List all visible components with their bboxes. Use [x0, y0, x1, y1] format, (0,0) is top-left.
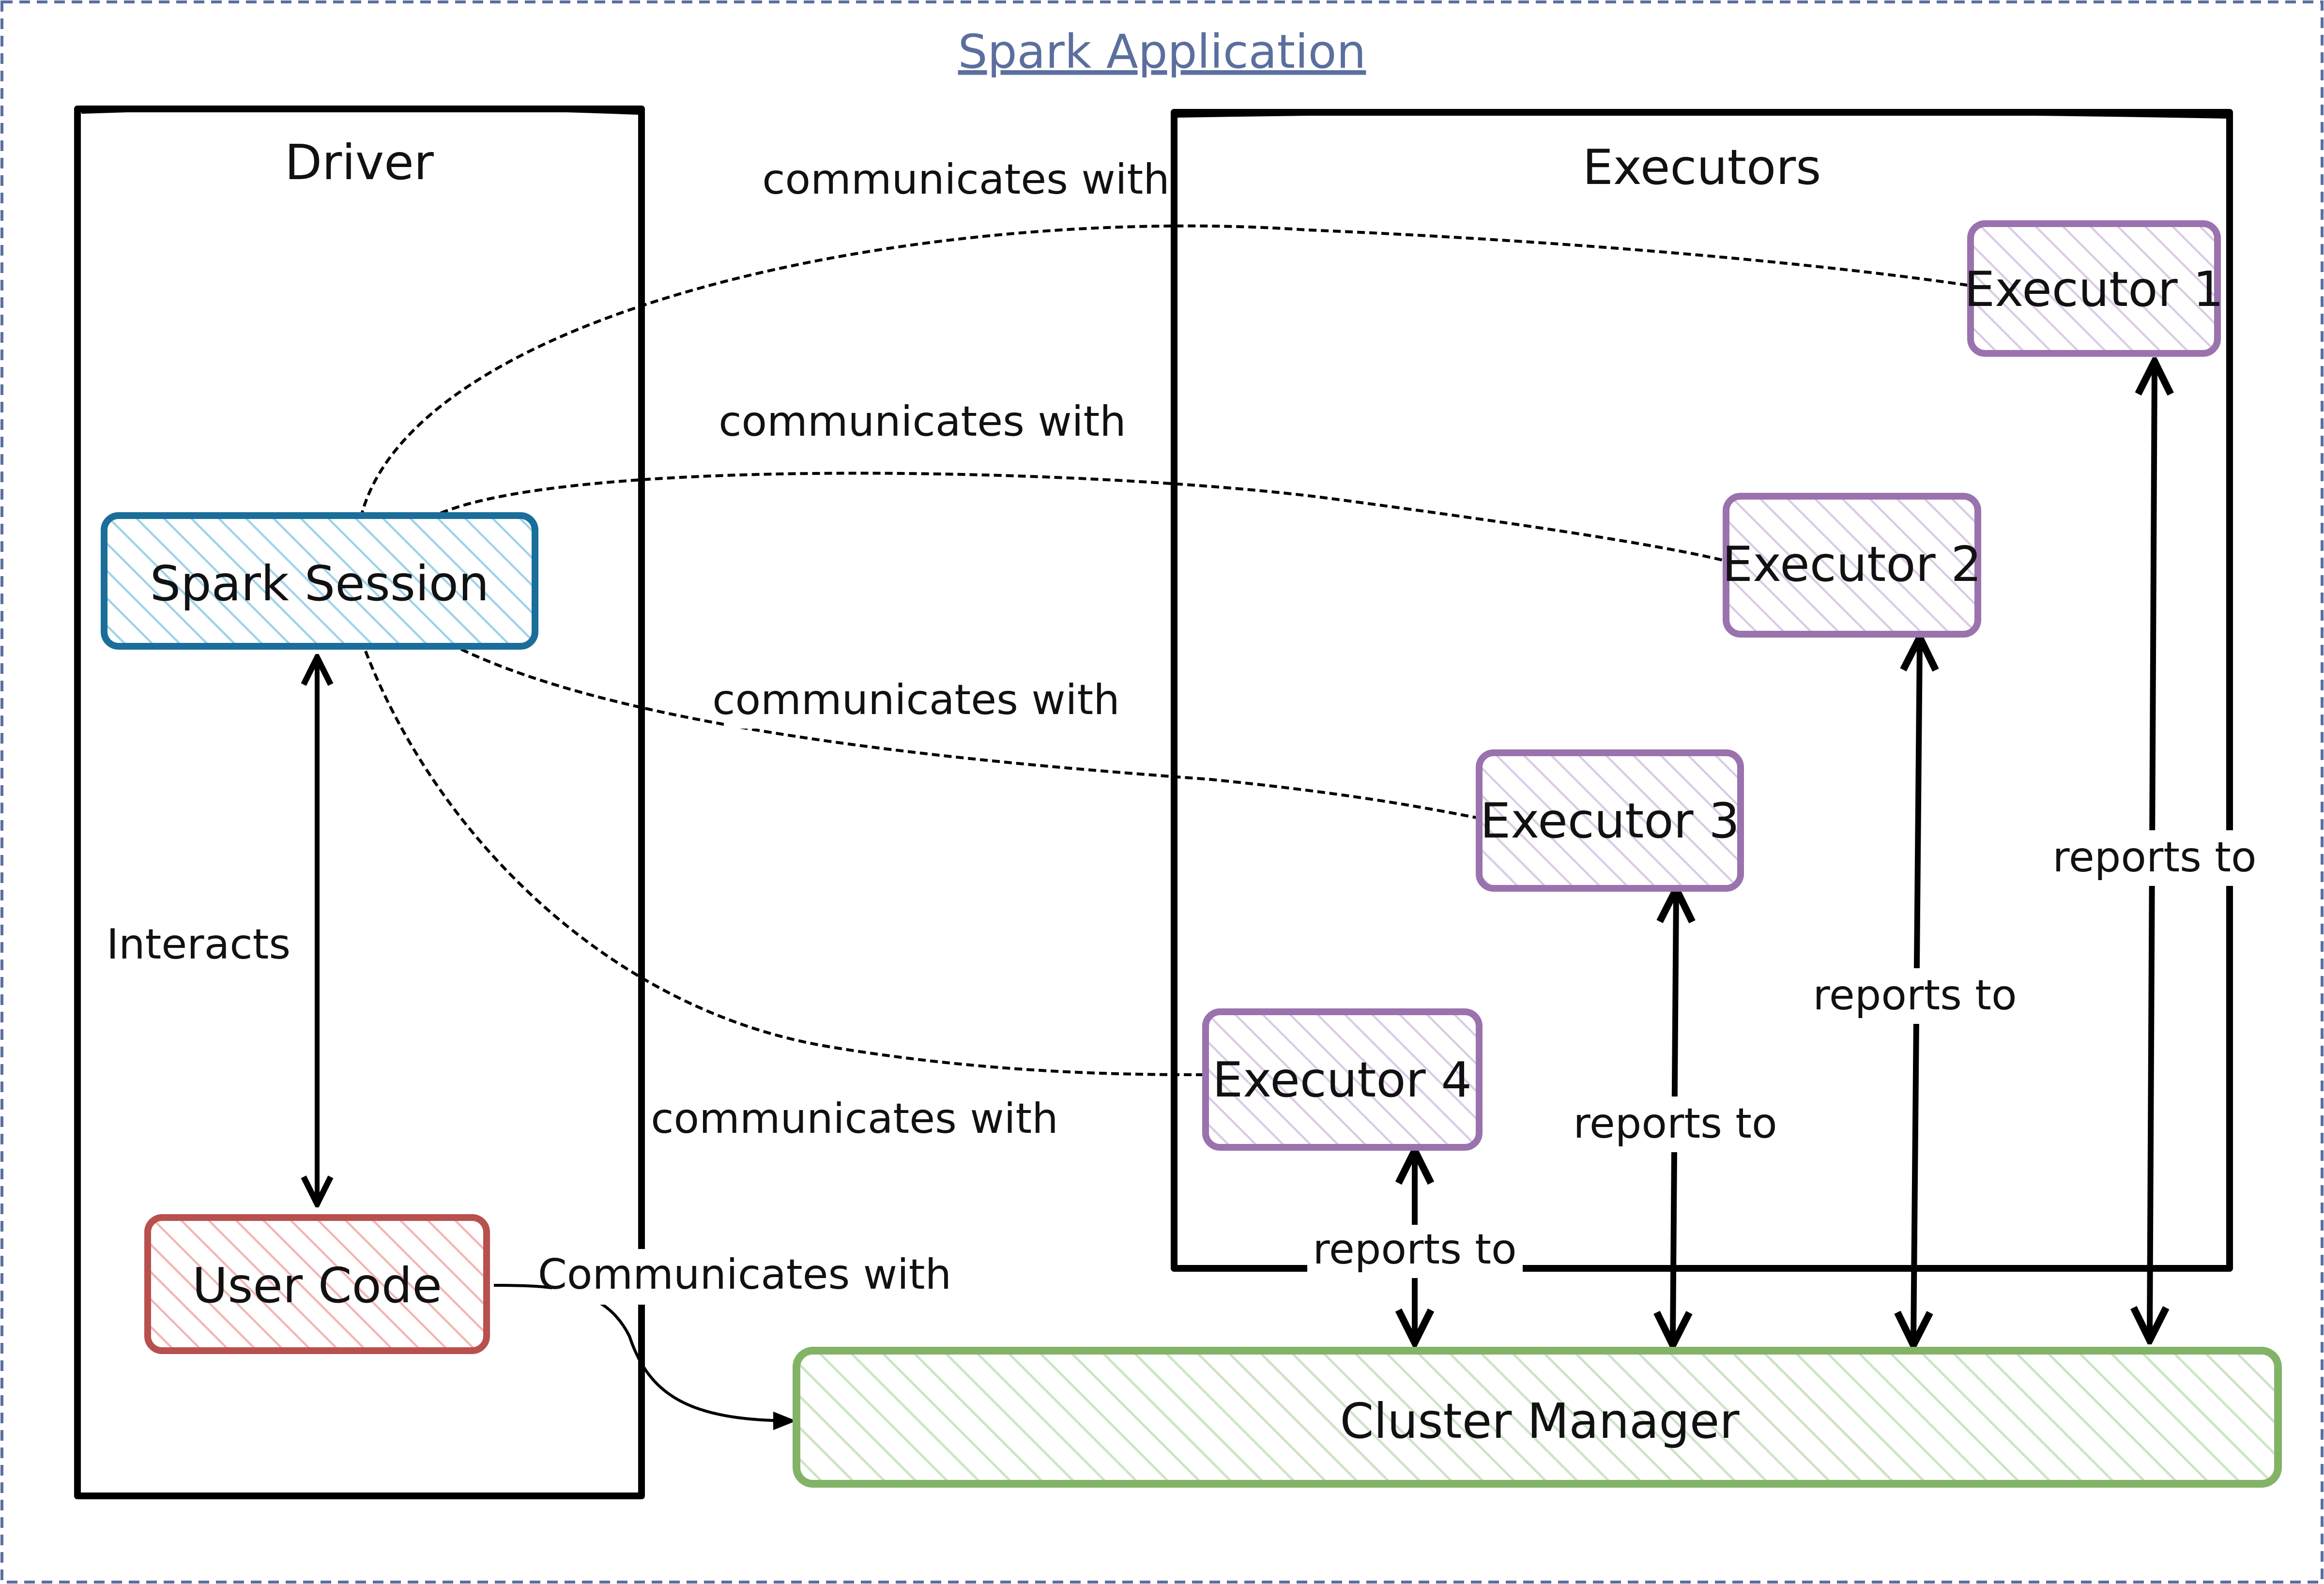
- label-session-executor-2: communicates with: [719, 397, 1126, 446]
- executors-label: Executors: [1583, 139, 1821, 196]
- executor-3-node[interactable]: Executor 3: [1476, 749, 1744, 892]
- executor-1-node[interactable]: Executor 1: [1964, 220, 2224, 357]
- user-code-node[interactable]: User Code: [144, 1214, 490, 1354]
- edge-labels: communicates with communicates with comm…: [97, 155, 2259, 1305]
- spark-session-node[interactable]: Spark Session: [101, 512, 538, 650]
- executor-2-label: Executor 2: [1722, 536, 1982, 593]
- label-executor-1-reports: reports to: [2052, 833, 2256, 882]
- executor-2-node[interactable]: Executor 2: [1722, 493, 1982, 638]
- edge-session-executor-4: [364, 650, 1208, 1076]
- label-session-executor-1: communicates with: [762, 155, 1170, 204]
- executor-3-label: Executor 3: [1480, 792, 1740, 849]
- label-executor-4-reports: reports to: [1313, 1225, 1516, 1274]
- label-session-executor-4: communicates with: [651, 1095, 1058, 1143]
- label-session-executor-3: communicates with: [712, 676, 1120, 724]
- cluster-manager-label: Cluster Manager: [1340, 1393, 1740, 1449]
- edge-session-executor-1: [359, 224, 1971, 518]
- executor-1-label: Executor 1: [1964, 261, 2224, 318]
- executor-4-label: Executor 4: [1212, 1051, 1472, 1108]
- driver-label: Driver: [285, 134, 434, 191]
- label-executor-3-reports: reports to: [1573, 1099, 1777, 1148]
- driver-container: Driver: [74, 106, 645, 1499]
- spark-session-label: Spark Session: [150, 555, 489, 612]
- executor-4-node[interactable]: Executor 4: [1202, 1008, 1483, 1151]
- user-code-label: User Code: [192, 1257, 442, 1314]
- label-user-code-cluster: Communicates with: [538, 1250, 951, 1299]
- edge-session-executor-3: [449, 642, 1480, 820]
- executors-container: Executors: [1171, 109, 2233, 1272]
- label-executor-2-reports: reports to: [1813, 971, 2017, 1020]
- edge-session-executor-2: [440, 472, 1729, 563]
- diagram-title: Spark Application: [958, 25, 1366, 79]
- communication-edges: [359, 224, 1971, 1076]
- label-interacts: Interacts: [107, 920, 290, 969]
- cluster-manager-node[interactable]: Cluster Manager: [793, 1347, 2282, 1488]
